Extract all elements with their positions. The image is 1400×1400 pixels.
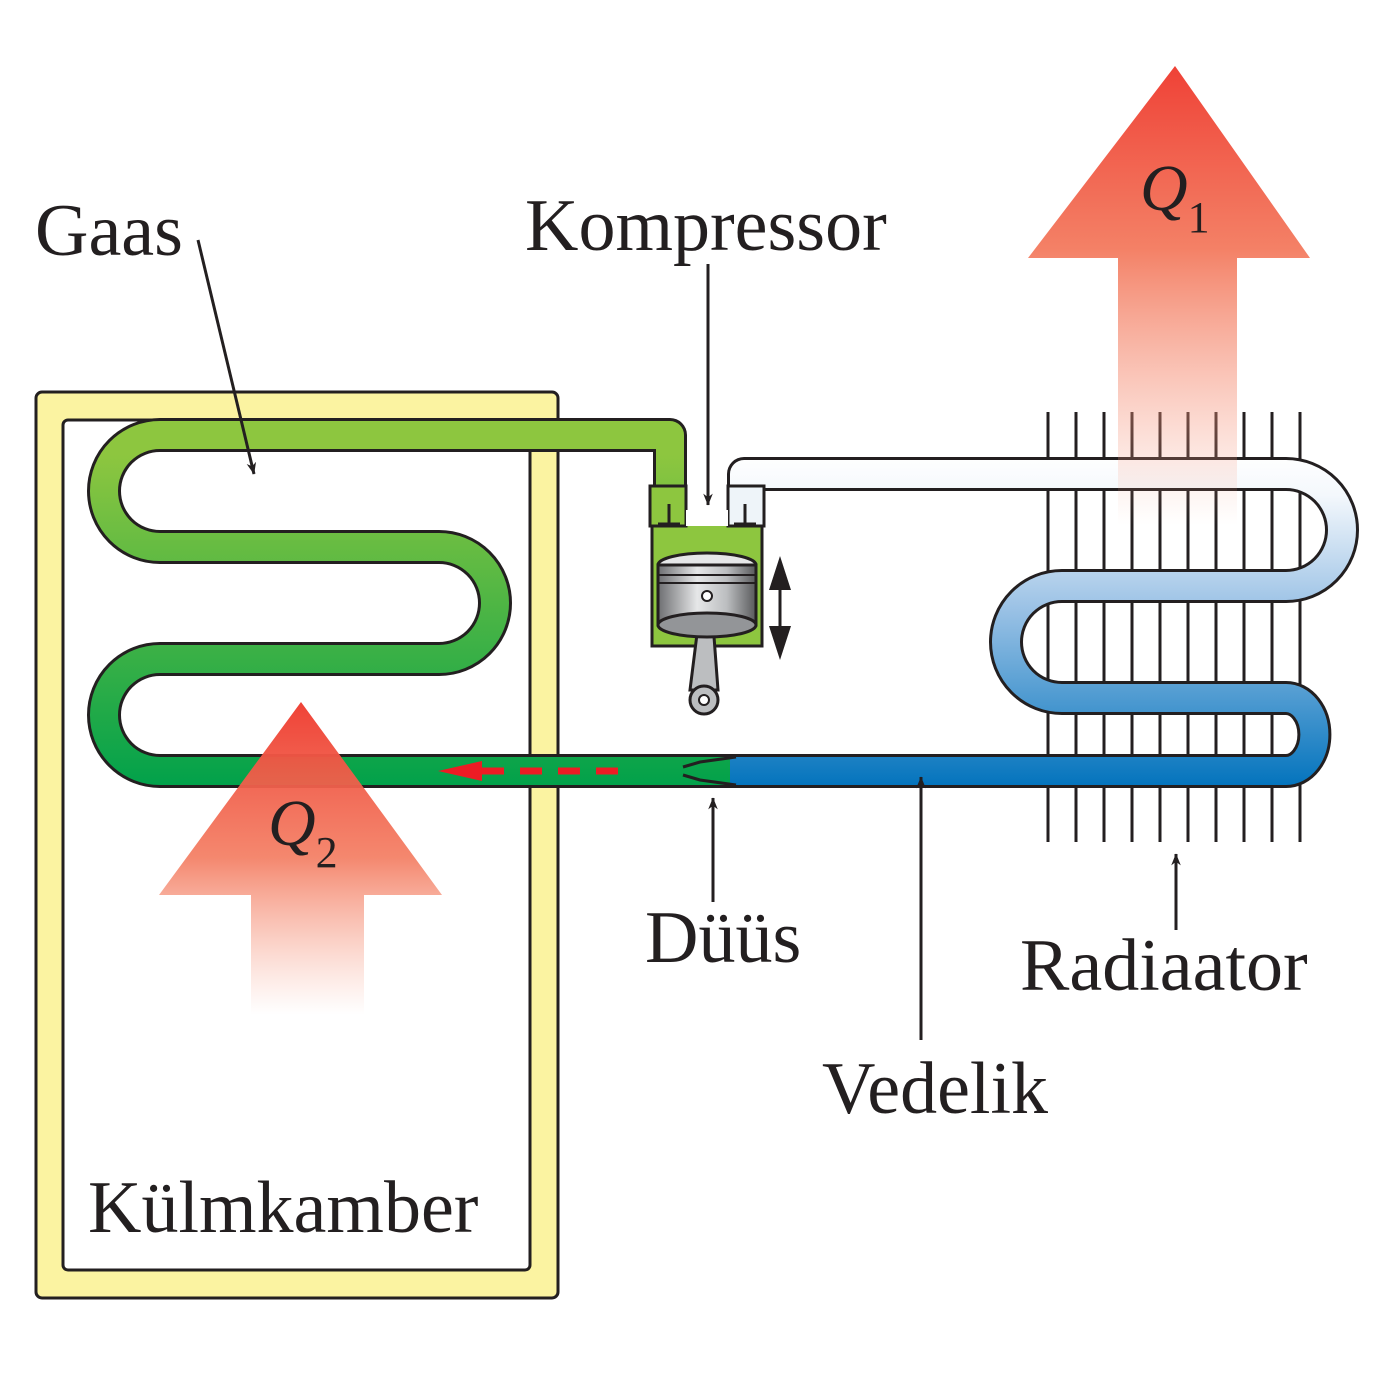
heat-out-label: Q1 [1140, 152, 1210, 242]
chamber-label: Külmkamber [88, 1167, 478, 1249]
heat-in-arrow [159, 702, 442, 1015]
nozzle [682, 755, 737, 787]
piston [656, 551, 758, 716]
gas-label: Gaas [35, 190, 183, 272]
gas-pointer [196, 239, 257, 475]
heat-in-label: Q2 [268, 787, 338, 877]
flow-direction-arrow [438, 761, 618, 781]
nozzle-label: Düüs [645, 897, 801, 979]
liquid-pipe [727, 457, 1359, 788]
piston-motion-arrow [769, 556, 791, 660]
heat-in-symbol: Q [268, 787, 316, 860]
gas-pipe [87, 418, 730, 788]
pointer-lines [196, 239, 1181, 1040]
compressor-label: Kompressor [525, 185, 887, 267]
radiator-label: Radiaator [1020, 925, 1308, 1007]
heat-out-arrow [1028, 66, 1310, 525]
heat-in-subscript: 2 [316, 828, 338, 877]
liquid-label: Vedelik [822, 1048, 1048, 1130]
compressor [648, 484, 766, 716]
heat-out-subscript: 1 [1188, 193, 1210, 242]
heat-out-symbol: Q [1140, 152, 1188, 225]
